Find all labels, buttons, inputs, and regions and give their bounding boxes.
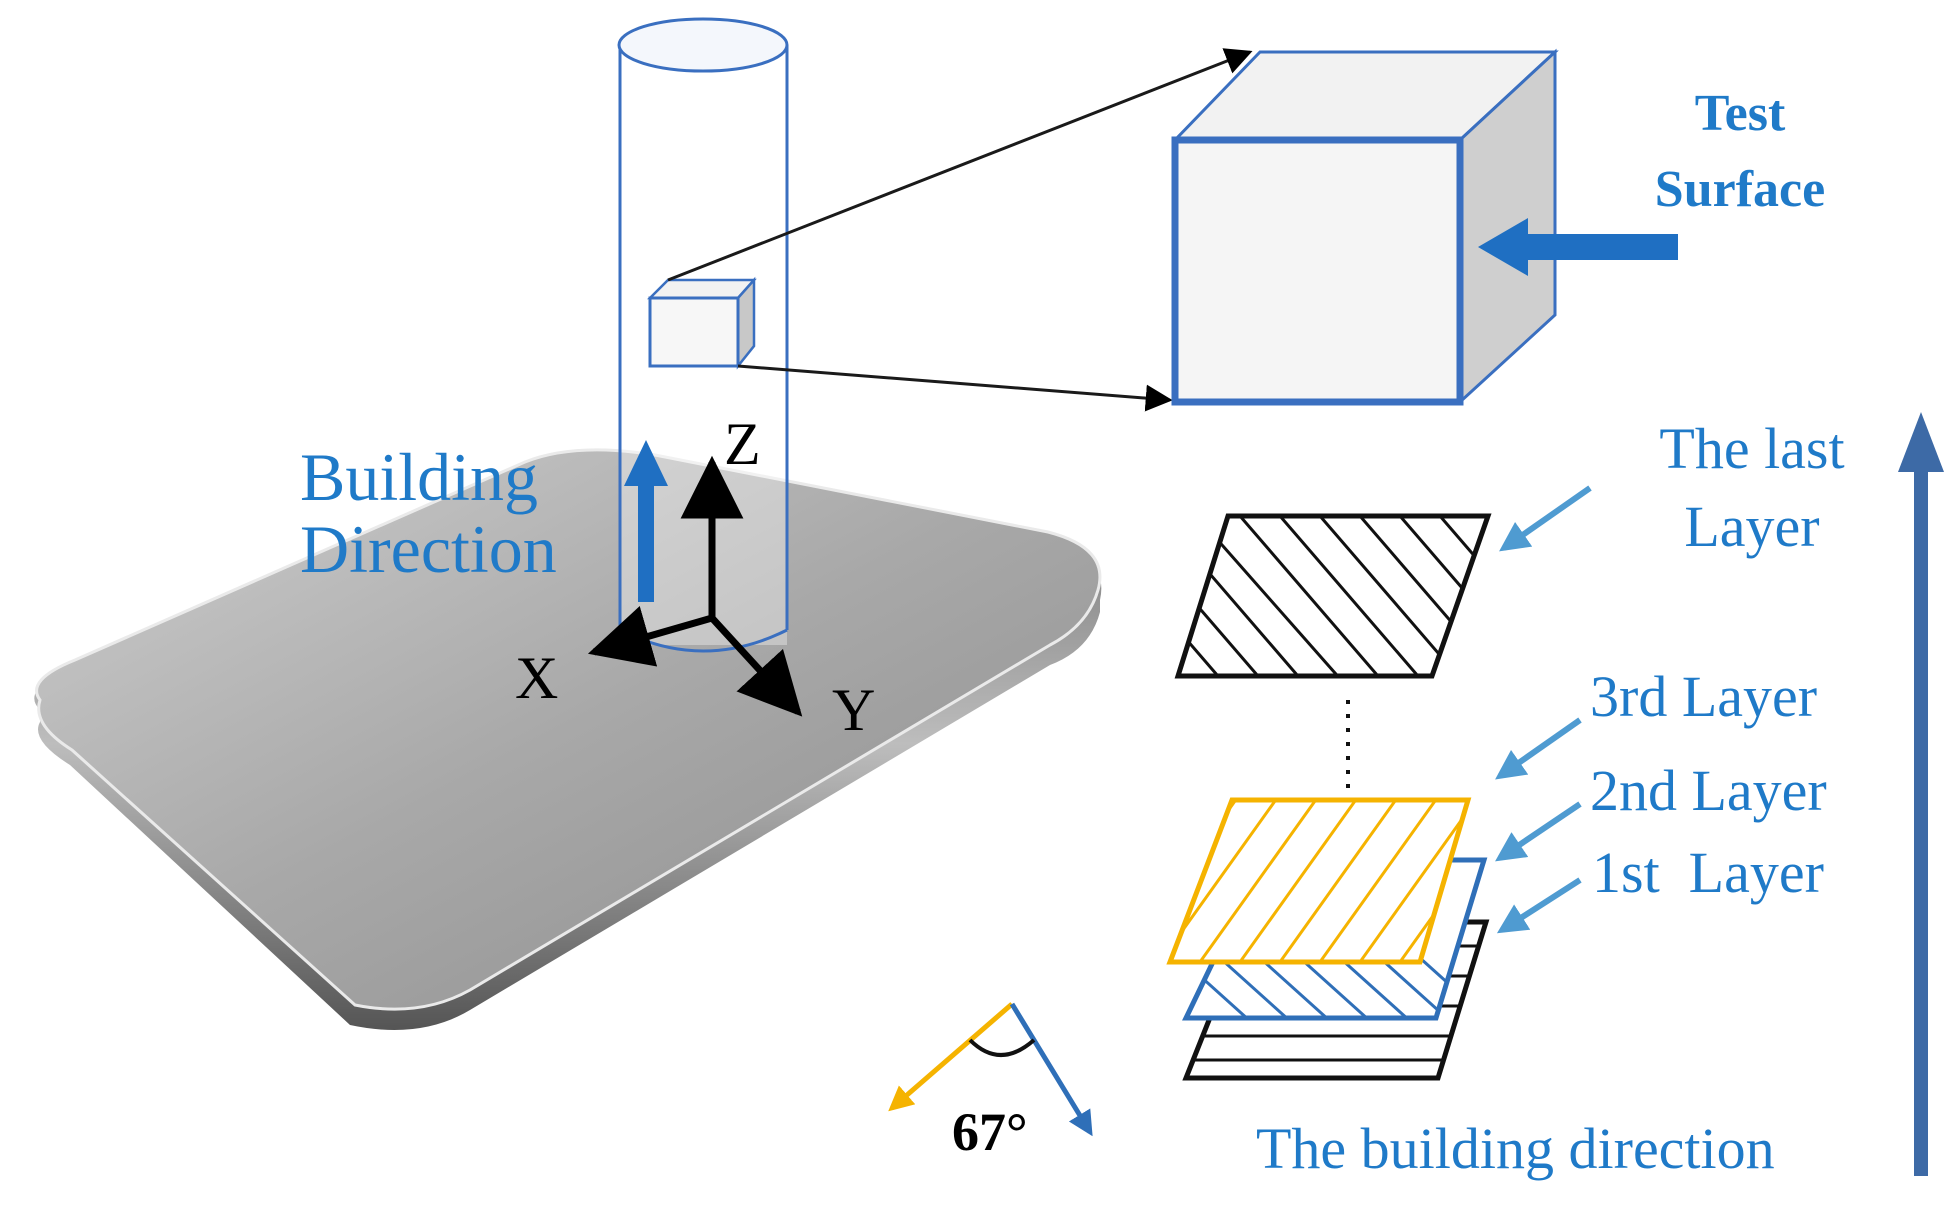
build-platform (34, 448, 1102, 1030)
zoom-line-top (667, 48, 1253, 282)
building-direction-arrow-right (1898, 412, 1944, 1176)
building-direction-label-2: Direction (300, 511, 557, 587)
building-direction-arrow (624, 440, 668, 602)
last-layer-label-2: Layer (1684, 494, 1819, 559)
x-axis-label: X (515, 645, 558, 711)
layer-2-label: 2nd Layer (1590, 758, 1827, 823)
scan-rotation-angle-indicator (888, 1002, 1093, 1137)
last-layer-label-1: The last (1659, 416, 1844, 481)
sample-cube-small (646, 276, 757, 370)
building-direction-bottom-label: The building direction (1256, 1116, 1775, 1181)
test-surface-label-2: Surface (1655, 161, 1825, 218)
zoom-line-bottom (737, 364, 1173, 412)
angle-blue-vector (1009, 1002, 1093, 1137)
angle-label: 67° (952, 1102, 1028, 1162)
coordinate-axes (587, 455, 803, 717)
x-axis-line (587, 606, 713, 667)
layer-1-pointer (1496, 877, 1582, 934)
layer-2-pointer (1495, 801, 1582, 862)
z-axis-label: Z (724, 411, 761, 477)
test-cube-large (1171, 48, 1559, 406)
layer-1-label: 1st Layer (1592, 840, 1824, 905)
test-surface-arrow (1478, 218, 1678, 276)
layer-3-label: 3rd Layer (1590, 664, 1817, 729)
angle-yellow-vector (888, 1002, 1014, 1112)
angle-arc (968, 1038, 1036, 1057)
last-layer-pointer (1499, 485, 1592, 552)
y-axis-line (709, 615, 803, 717)
layer-3-pointer (1495, 717, 1582, 780)
y-axis-label: Y (832, 677, 875, 743)
test-surface-label-1: Test (1695, 85, 1786, 142)
building-direction-label-1: Building (300, 439, 538, 515)
